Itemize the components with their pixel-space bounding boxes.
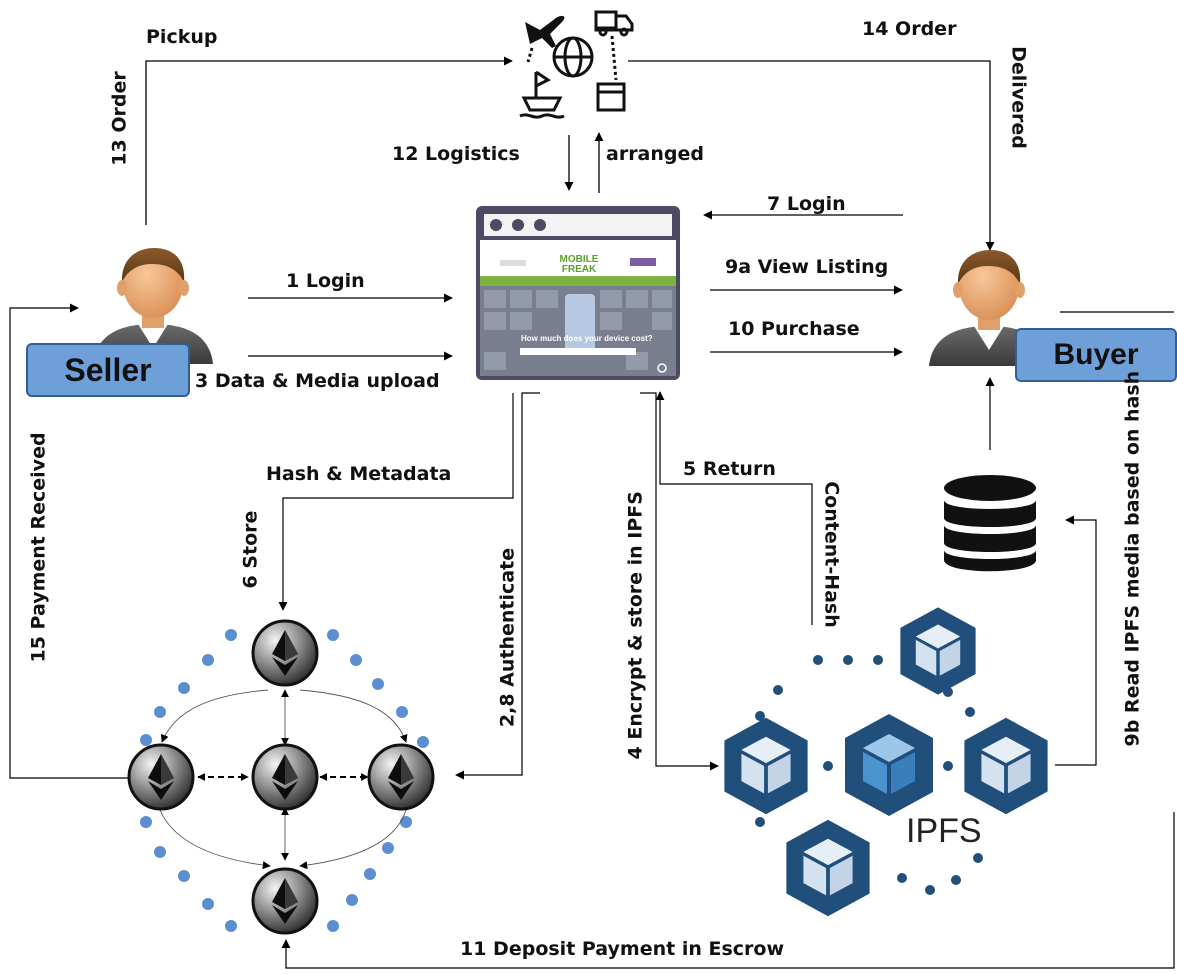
blockchain-network xyxy=(127,619,435,935)
step-payment-received: 15 Payment Received xyxy=(27,432,50,663)
arrow-read-ipfs xyxy=(1055,515,1097,766)
step-encrypt-store: 4 Encrypt & store in IPFS xyxy=(624,491,647,760)
ethereum-node-bottom-icon xyxy=(251,867,319,935)
step-read-ipfs: 9b Read IPFS media based on hash xyxy=(1121,370,1144,747)
seller-label: Seller xyxy=(64,351,152,388)
logistics-icon xyxy=(519,10,634,119)
ethereum-node-left-icon xyxy=(127,743,195,811)
website-brand: MOBILE FREAK xyxy=(556,255,602,275)
ethereum-node-center-icon xyxy=(251,743,319,811)
ipfs-cube-right-icon xyxy=(964,717,1048,815)
buyer-label: Buyer xyxy=(1053,338,1139,371)
arrow-deposit-escrow xyxy=(281,812,1175,969)
arrow-return-hash xyxy=(655,391,813,625)
step-logistics: 12 Logistics xyxy=(392,143,520,165)
website-brand-line2: FREAK xyxy=(561,264,597,275)
step-order-pickup: 13 Order xyxy=(108,71,131,166)
step-authenticate: 2,8 Authenticate xyxy=(496,547,519,728)
step-deposit-escrow: 11 Deposit Payment in Escrow xyxy=(460,938,785,960)
node-dots xyxy=(140,629,429,932)
step-data-upload: 3 Data & Media upload xyxy=(195,370,440,392)
step-return: 5 Return xyxy=(683,458,776,480)
step-store: 6 Store xyxy=(239,510,262,589)
step-order-delivered: 14 Order xyxy=(862,18,957,40)
seller-badge: Seller xyxy=(26,343,190,397)
step-order-pickup-b: Pickup xyxy=(146,26,218,48)
ethereum-node-top-icon xyxy=(251,619,319,687)
arrow-order-delivered xyxy=(628,60,995,251)
arrow-hash-metadata xyxy=(278,393,514,611)
ipfs-cluster xyxy=(724,607,1048,917)
website-brand-line1: MOBILE xyxy=(559,254,599,265)
ipfs-cube-bottom-icon xyxy=(786,819,870,917)
marketplace-window xyxy=(476,206,680,380)
step-return-hash: Content-Hash xyxy=(820,481,843,628)
arrow-payment-received xyxy=(9,303,130,779)
arrow-order-pickup xyxy=(145,56,513,225)
step-seller-login: 1 Login xyxy=(286,270,365,292)
step-logistics-arranged: arranged xyxy=(606,143,704,165)
ipfs-dots xyxy=(755,655,983,895)
ipfs-label: IPFS xyxy=(906,812,982,850)
step-order-delivered-b: Delivered xyxy=(1007,46,1030,149)
step-buyer-login: 7 Login xyxy=(767,193,846,215)
step-hash-metadata: Hash & Metadata xyxy=(266,463,452,485)
step-view-listing: 9a View Listing xyxy=(725,256,889,278)
ipfs-cube-top-icon xyxy=(900,607,976,695)
arrow-encrypt-store xyxy=(640,392,719,771)
step-purchase: 10 Purchase xyxy=(728,318,860,340)
website-headline: How much does your device cost? xyxy=(521,334,653,343)
node-links xyxy=(159,689,408,870)
database-icon xyxy=(944,475,1036,572)
buyer-badge: Buyer xyxy=(1015,328,1177,382)
ipfs-cube-center-icon xyxy=(845,714,933,816)
ipfs-cube-left-icon xyxy=(724,717,808,815)
ethereum-node-right-icon xyxy=(367,743,435,811)
arrow-authenticate xyxy=(455,392,540,780)
